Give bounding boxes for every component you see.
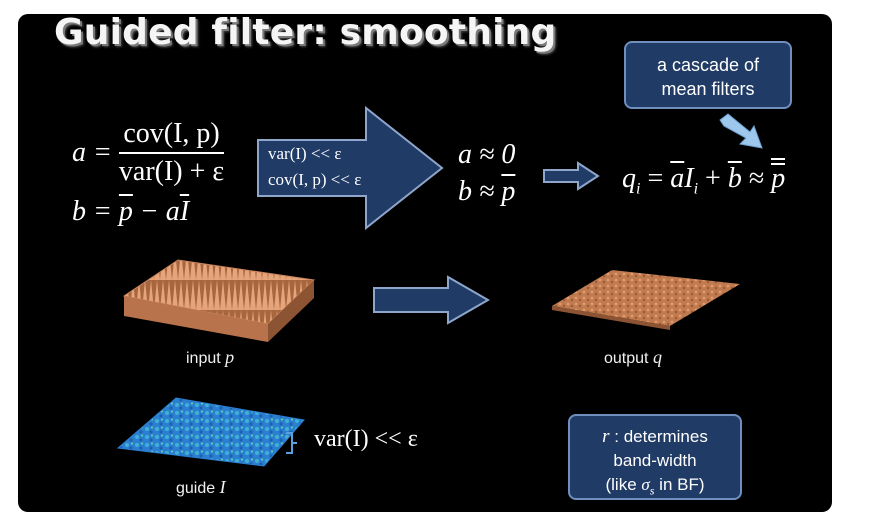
slide-title: Guided filter: smoothing	[54, 14, 557, 53]
callout-r-line3: (like σs in BF)	[570, 473, 740, 502]
formula-a-fraction: cov(I, p) var(I) + ε	[119, 118, 224, 188]
callout-r-var: r	[602, 426, 610, 447]
callout-r-line3-pre: (like	[605, 475, 642, 494]
arrow-condition-2: cov(I, p) << ε	[268, 170, 362, 189]
callout-r-line1: r : determines	[570, 425, 740, 449]
guide-condition: var(I) << ε	[314, 426, 418, 452]
formula-a-numerator: cov(I, p)	[119, 118, 224, 154]
slide: Guided filter: smoothing a cascade of me…	[18, 14, 832, 512]
result-abar: a	[670, 163, 685, 194]
guide-bracket-icon	[286, 432, 297, 454]
result-plus: +	[698, 163, 728, 194]
guide-label-var: I	[219, 477, 226, 497]
approx-a: a ≈ 0	[458, 139, 516, 170]
callout-r-line2: band-width	[613, 451, 697, 470]
callout-mean-line2: mean filters	[661, 79, 755, 99]
result-I-sub: i	[693, 180, 699, 198]
output-label: output q	[604, 347, 662, 368]
result-q: q	[622, 163, 636, 194]
input-label: input p	[186, 347, 234, 368]
result-I: I	[684, 163, 694, 194]
callout-r-line3-post: in BF)	[654, 475, 705, 494]
result-eq: =	[640, 163, 671, 194]
result-pdbar-text: p	[771, 163, 786, 194]
formula-a-denominator: var(I) + ε	[118, 156, 225, 187]
callout-r-line1-rest: : determines	[609, 427, 708, 446]
approx-b-pbar: p	[501, 176, 516, 207]
callout-r-bandwidth: r : determines band-width (like σs in BF…	[568, 414, 742, 500]
formula-b-mid: − a	[132, 196, 180, 227]
formula-b: b = p − aI	[72, 196, 189, 228]
input-surface-image	[122, 259, 316, 342]
small-right-arrow	[543, 161, 600, 191]
arrow-condition-1: var(I) << ε	[268, 144, 342, 163]
output-label-text: output	[604, 350, 653, 367]
result-approx: ≈	[741, 163, 772, 194]
callout-mean-line1: a cascade of	[656, 55, 760, 75]
callout-r-sigma-sub: s	[649, 483, 655, 498]
formula-b-ibar: I	[179, 196, 190, 227]
output-label-var: q	[652, 347, 662, 367]
formula-a: a = cov(I, p) var(I) + ε	[72, 118, 224, 188]
formula-b-lhs: b =	[72, 196, 112, 227]
result-bbar: b	[727, 163, 742, 194]
input-label-text: input	[186, 350, 226, 367]
output-surface-image	[552, 270, 740, 330]
guide-surface-image	[116, 397, 305, 467]
formula-a-lhs: a =	[72, 137, 112, 168]
callout-pointer-arrow	[719, 113, 763, 149]
callout-r-sigma: σ	[641, 475, 650, 494]
guide-label-text: guide	[176, 480, 220, 497]
result-pdbar: p	[771, 158, 786, 194]
middle-right-arrow	[373, 275, 491, 325]
callout-mean-filters: a cascade of mean filters	[624, 41, 792, 109]
approx-b: b ≈ p	[458, 176, 515, 208]
approx-b-lhs: b ≈	[458, 176, 502, 207]
result-formula: qi = aIi + b ≈ p	[622, 158, 786, 199]
input-label-var: p	[225, 347, 235, 367]
formula-b-pbar: p	[118, 196, 133, 227]
guide-label: guide I	[176, 477, 226, 498]
big-condition-arrow	[257, 105, 444, 231]
result-q-sub: i	[636, 180, 641, 198]
